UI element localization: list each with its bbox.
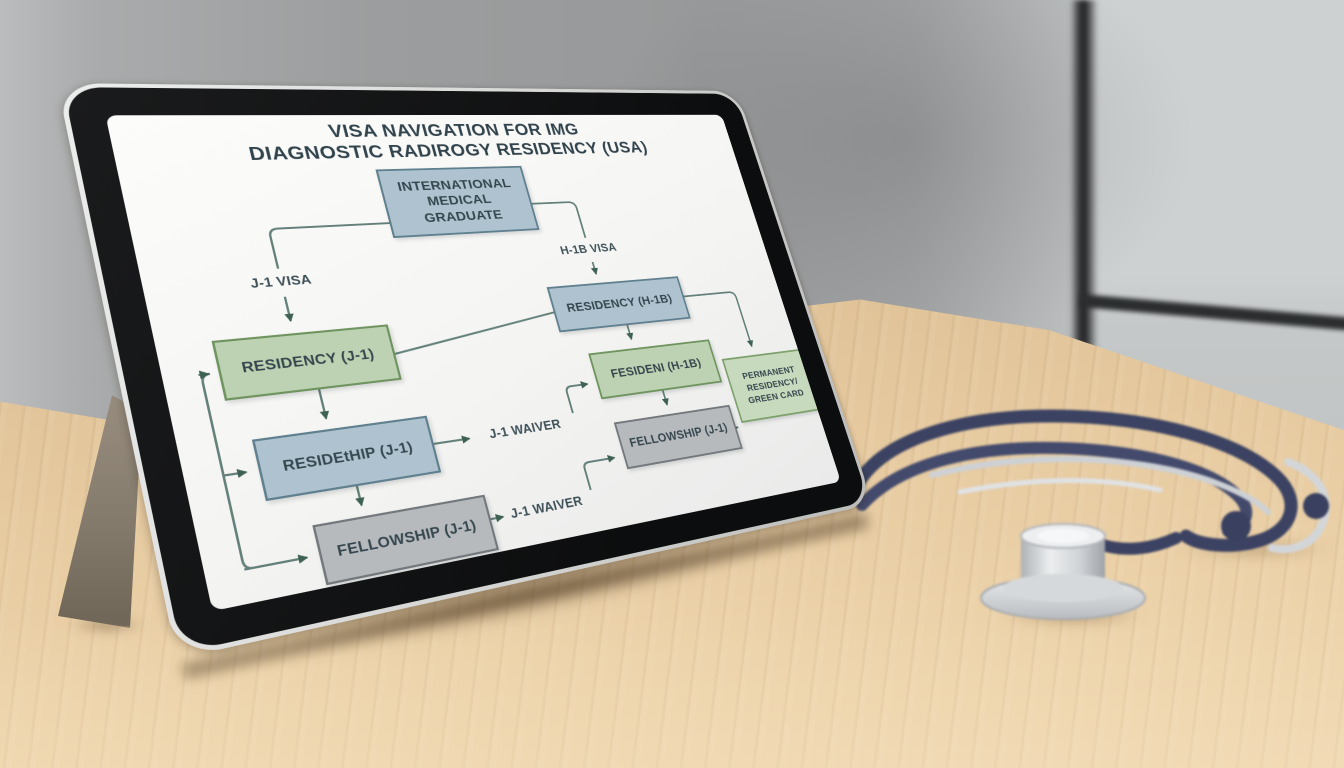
stethoscope-eartip bbox=[1221, 511, 1251, 541]
stethoscope-yoke bbox=[1094, 532, 1182, 555]
stethoscope-tube-inner bbox=[856, 441, 1253, 537]
stethoscope-eartip-2 bbox=[1303, 493, 1329, 519]
stethoscope-chestpiece bbox=[980, 523, 1146, 620]
stethoscope-binaural-tube-2 bbox=[957, 477, 1163, 495]
stethoscope-binaural-tube bbox=[929, 456, 1271, 515]
stethoscope-ear-hook bbox=[1268, 458, 1330, 554]
node-international-medical-graduate: INTERNATIONAL MEDICAL GRADUATE bbox=[375, 165, 540, 239]
stethoscope-tube-outer bbox=[849, 409, 1298, 552]
